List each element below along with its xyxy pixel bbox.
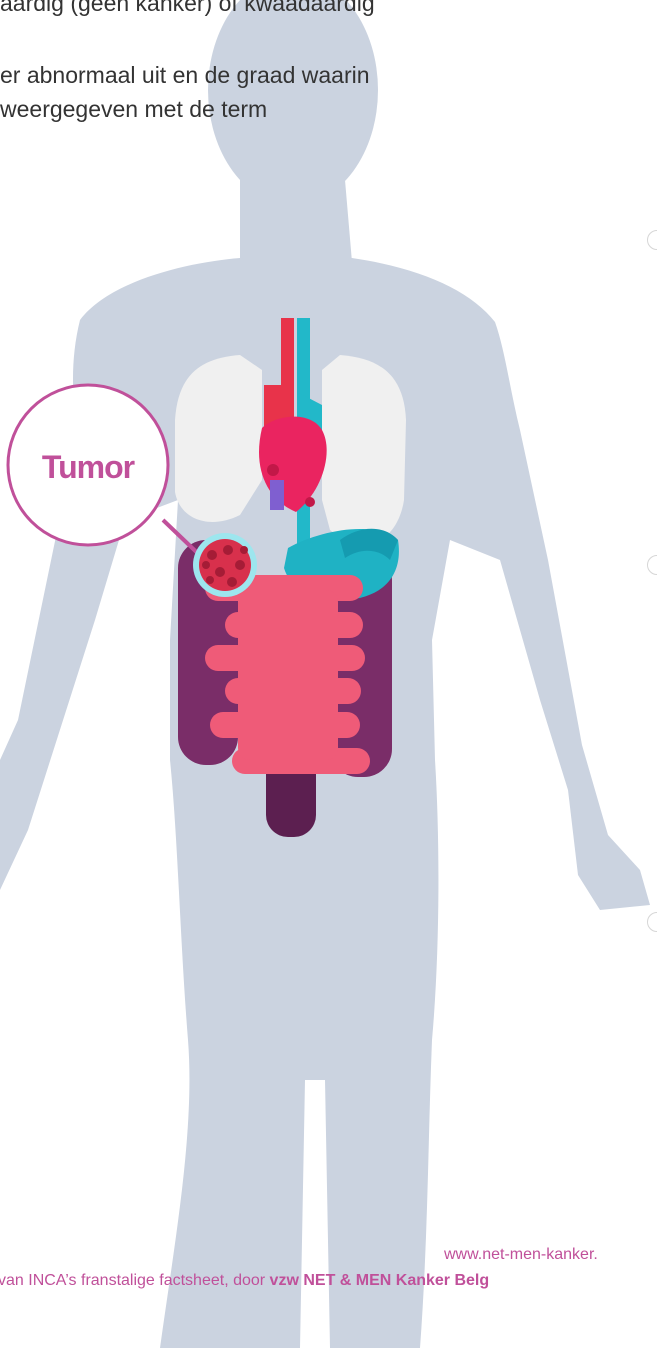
body-text-line-1: aardig (geen kanker) of kwaadaardig <box>0 0 375 17</box>
footer-credit-prefix: van INCA’s franstalige factsheet, door <box>0 1272 270 1289</box>
tumor-label: Tumor <box>42 449 135 485</box>
footer-credit: van INCA’s franstalige factsheet, door v… <box>0 1272 489 1290</box>
esophagus-stub <box>270 480 284 510</box>
tumor <box>193 533 257 597</box>
body-text-line-2: er abnormaal uit en de graad waarin <box>0 62 370 89</box>
body-text-line-3: weergegeven met de term <box>0 96 267 123</box>
footer-website[interactable]: www.net-men-kanker. <box>444 1246 598 1264</box>
footer-credit-org: vzw NET & MEN Kanker Belg <box>270 1272 490 1289</box>
